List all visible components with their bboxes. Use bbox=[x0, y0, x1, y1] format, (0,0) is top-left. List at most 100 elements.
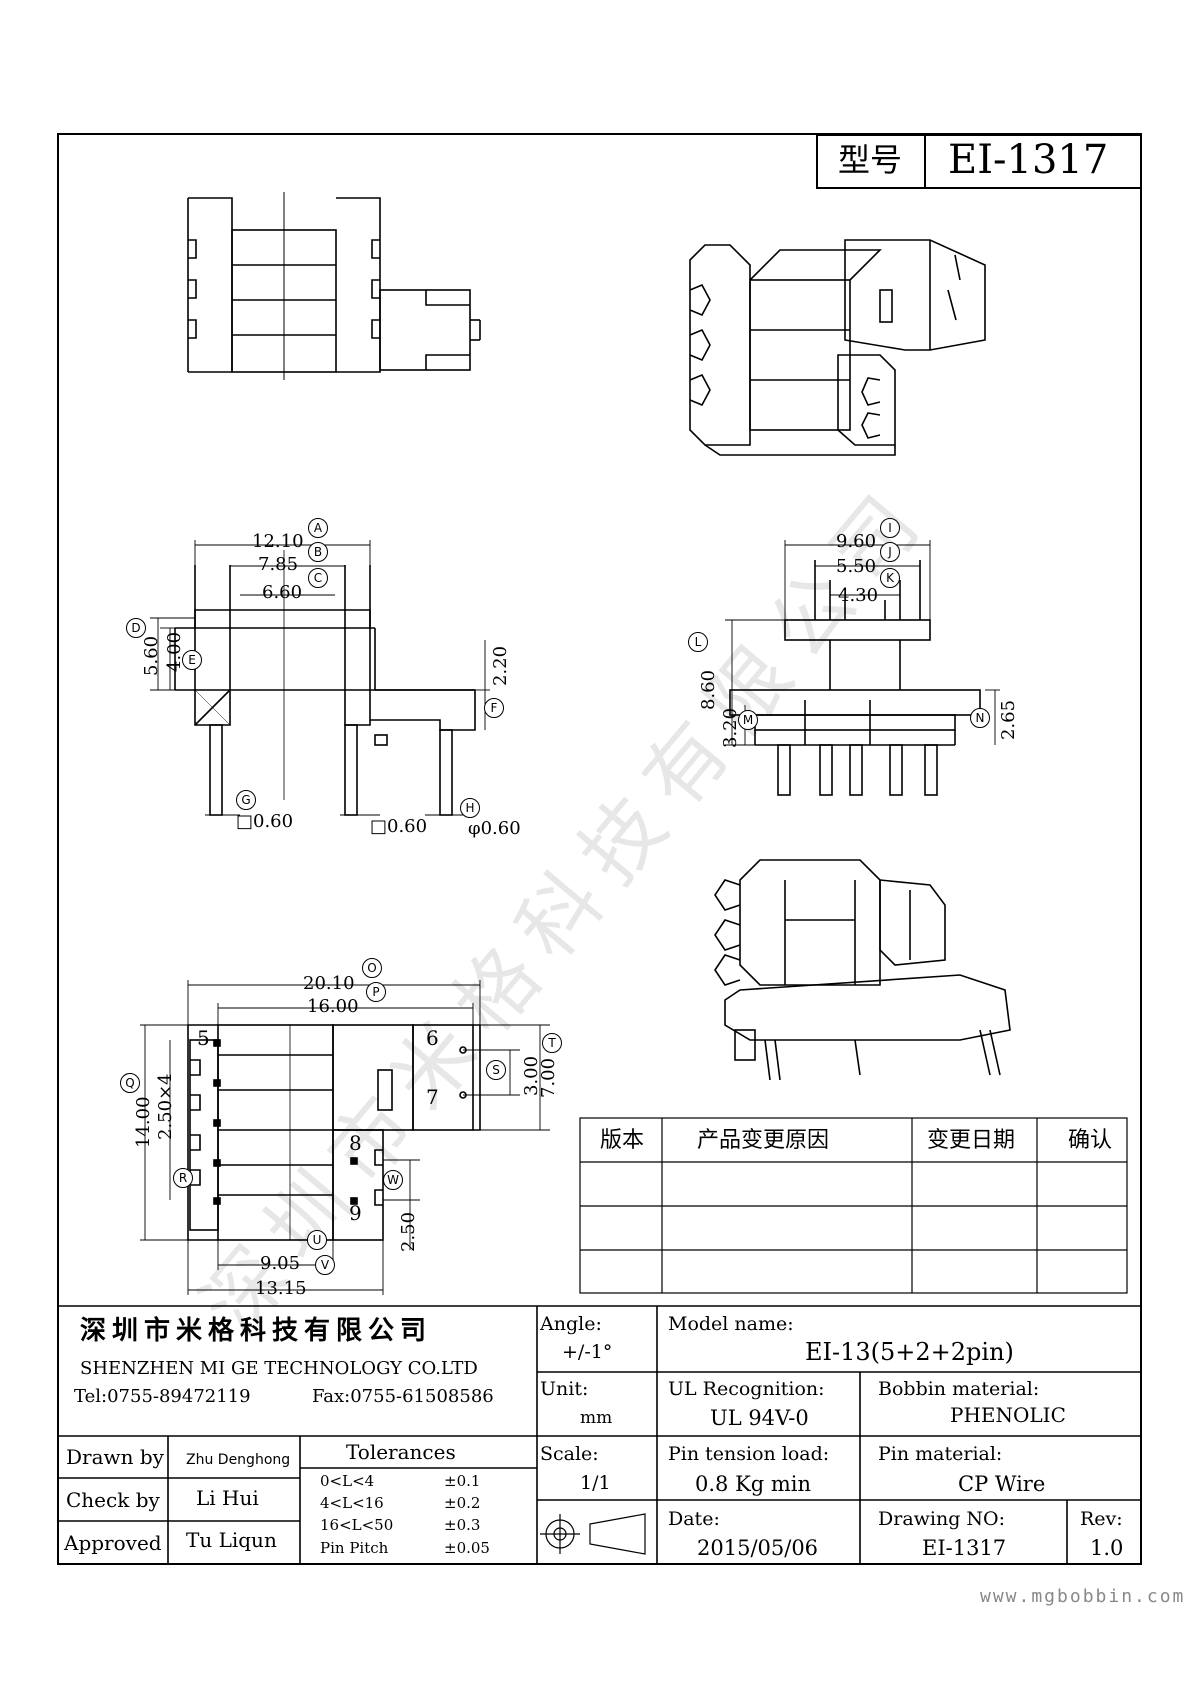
ref-letter-r: R bbox=[173, 1168, 193, 1188]
pin-7: 7 bbox=[426, 1085, 439, 1109]
ref-letter-m: M bbox=[738, 710, 758, 730]
unit-value: mm bbox=[580, 1408, 613, 1428]
dim-c: 6.60 bbox=[262, 582, 303, 603]
model-name-label: Model name: bbox=[668, 1313, 794, 1335]
dim-g: □0.60 bbox=[236, 811, 294, 832]
ref-letter-w: W bbox=[383, 1170, 403, 1190]
dim-k: 4.30 bbox=[838, 585, 879, 606]
pin-5: 5 bbox=[197, 1026, 210, 1050]
dim-l: 8.60 bbox=[698, 669, 719, 710]
ul-label: UL Recognition: bbox=[668, 1378, 825, 1400]
scale-value: 1/1 bbox=[580, 1472, 611, 1494]
dim-d: 5.60 bbox=[141, 635, 162, 676]
dim-e: 4.00 bbox=[164, 631, 185, 672]
rev-header-version: 版本 bbox=[600, 1128, 645, 1153]
rev-header-date: 变更日期 bbox=[927, 1128, 1016, 1153]
ref-letter-a: A bbox=[308, 518, 328, 538]
tol-range-4: Pin Pitch bbox=[320, 1539, 389, 1557]
dim-j: 5.50 bbox=[836, 556, 877, 577]
drawn-by-label: Drawn by bbox=[66, 1445, 164, 1469]
tol-value-4: ±0.05 bbox=[444, 1539, 490, 1557]
ref-letter-l: L bbox=[688, 632, 708, 652]
dim-m: 3.20 bbox=[720, 707, 741, 748]
company-name-cn: 深圳市米格科技有限公司 bbox=[80, 1316, 433, 1346]
company-name-en: SHENZHEN MI GE TECHNOLOGY CO.LTD bbox=[80, 1358, 478, 1379]
dim-o: 20.10 bbox=[303, 973, 355, 994]
tol-value-2: ±0.2 bbox=[444, 1494, 481, 1512]
ref-letter-t: T bbox=[542, 1033, 562, 1053]
dim-g2: □0.60 bbox=[370, 816, 428, 837]
dim-n: 2.65 bbox=[998, 699, 1019, 740]
ref-letter-i: I bbox=[880, 518, 900, 538]
drawing-no-label: Drawing NO: bbox=[878, 1508, 1006, 1530]
rev-label: Rev: bbox=[1080, 1508, 1123, 1530]
pin-8: 8 bbox=[349, 1131, 362, 1155]
dim-q: 14.00 bbox=[133, 1096, 154, 1148]
ref-letter-q: Q bbox=[120, 1073, 140, 1093]
dim-a: 12.10 bbox=[252, 531, 304, 552]
scale-label: Scale: bbox=[540, 1443, 599, 1465]
ref-letter-c: C bbox=[308, 568, 328, 588]
model-name-value: EI-13(5+2+2pin) bbox=[805, 1338, 1014, 1366]
tol-range-3: 16<L<50 bbox=[320, 1516, 394, 1534]
approved-value: Tu Liqun bbox=[186, 1528, 277, 1552]
dim-b: 7.85 bbox=[258, 554, 299, 575]
ref-letter-d: D bbox=[126, 618, 146, 638]
pin-material-value: CP Wire bbox=[958, 1472, 1046, 1496]
ref-letter-g: G bbox=[236, 790, 256, 810]
bobbin-value: PHENOLIC bbox=[950, 1403, 1066, 1427]
date-value: 2015/05/06 bbox=[697, 1536, 819, 1560]
rev-value: 1.0 bbox=[1090, 1536, 1124, 1560]
ref-letter-e: E bbox=[182, 650, 202, 670]
ref-letter-o: O bbox=[362, 958, 382, 978]
date-label: Date: bbox=[668, 1508, 720, 1530]
angle-value: +/-1° bbox=[562, 1341, 613, 1363]
rev-header-confirm: 确认 bbox=[1068, 1128, 1113, 1153]
ref-letter-s: S bbox=[486, 1060, 506, 1080]
dim-h: φ0.60 bbox=[468, 818, 521, 839]
drawn-by-value: Zhu Denghong bbox=[186, 1452, 291, 1468]
drawing-frame bbox=[57, 133, 1142, 1565]
pin-tension-value: 0.8 Kg min bbox=[695, 1472, 812, 1496]
check-by-label: Check by bbox=[66, 1488, 160, 1512]
ref-letter-j: J bbox=[880, 542, 900, 562]
dim-p: 16.00 bbox=[307, 996, 359, 1017]
pin-tension-label: Pin tension load: bbox=[668, 1443, 830, 1465]
dim-i: 9.60 bbox=[836, 531, 877, 552]
pin-material-label: Pin material: bbox=[878, 1443, 1003, 1465]
website: www.mgbobbin.com bbox=[980, 1586, 1186, 1607]
ref-letter-u: U bbox=[307, 1230, 327, 1250]
ref-letter-v: V bbox=[315, 1255, 335, 1275]
rev-header-reason: 产品变更原因 bbox=[697, 1128, 830, 1153]
pin-9: 9 bbox=[349, 1201, 362, 1225]
ul-value: UL 94V-0 bbox=[710, 1406, 809, 1430]
check-by-value: Li Hui bbox=[196, 1486, 259, 1510]
ref-letter-n: N bbox=[970, 708, 990, 728]
ref-letter-h: H bbox=[460, 798, 480, 818]
dim-q2: 2.50×4 bbox=[155, 1073, 176, 1140]
dim-u: 9.05 bbox=[260, 1253, 301, 1274]
tol-value-1: ±0.1 bbox=[444, 1472, 481, 1490]
tol-range-2: 4<L<16 bbox=[320, 1494, 384, 1512]
dim-v: 13.15 bbox=[255, 1278, 307, 1299]
tol-range-1: 0<L<4 bbox=[320, 1472, 375, 1490]
ref-letter-k: K bbox=[880, 568, 900, 588]
tol-value-3: ±0.3 bbox=[444, 1516, 481, 1534]
angle-label: Angle: bbox=[540, 1313, 602, 1335]
model-label: 型号 bbox=[838, 141, 903, 179]
company-tel: Tel:0755-89472119 bbox=[74, 1386, 251, 1407]
company-fax: Fax:0755-61508586 bbox=[312, 1386, 494, 1407]
approved-label: Approved bbox=[64, 1531, 162, 1555]
ref-letter-f: F bbox=[484, 698, 504, 718]
drawing-no-value: EI-1317 bbox=[922, 1536, 1007, 1560]
pin-6: 6 bbox=[426, 1026, 439, 1050]
ref-letter-b: B bbox=[308, 542, 328, 562]
dim-t: 7.00 bbox=[538, 1057, 559, 1098]
dim-f: 2.20 bbox=[490, 645, 511, 686]
bobbin-label: Bobbin material: bbox=[878, 1378, 1040, 1400]
tolerances-title: Tolerances bbox=[346, 1440, 456, 1464]
model-number: EI-1317 bbox=[948, 137, 1109, 183]
unit-label: Unit: bbox=[540, 1378, 589, 1400]
dim-w: 2.50 bbox=[398, 1211, 419, 1252]
